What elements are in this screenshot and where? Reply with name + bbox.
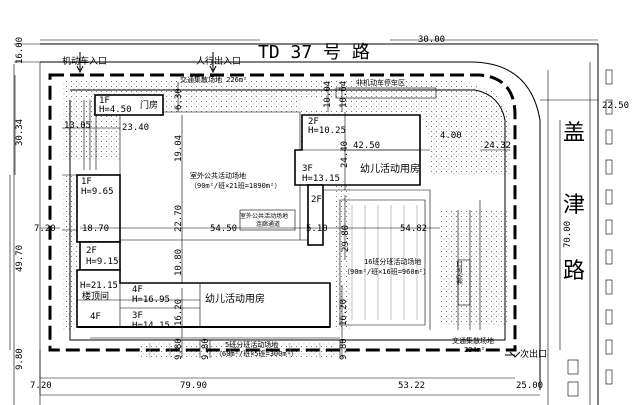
dim-19: 19.04 — [174, 135, 184, 162]
main-building — [76, 269, 331, 328]
dimension-lines — [9, 39, 598, 395]
bike-parking-label: 非机动车停车区 — [356, 78, 405, 87]
dim-left-9: 9.80 — [15, 348, 25, 370]
gatehouse — [94, 94, 164, 116]
dim-29: 29.80 — [341, 225, 351, 252]
dim-79: 79.90 — [180, 381, 207, 391]
roadside-markers — [567, 69, 613, 397]
dim-24a: 24.40 — [340, 141, 350, 168]
gate-floor: 1F — [99, 96, 110, 106]
road-name-east-3: 路 — [563, 259, 585, 284]
gate-height: H=4.50 — [99, 105, 132, 115]
dim-42: 42.50 — [353, 141, 380, 151]
dim-9c: 9.80 — [339, 338, 349, 360]
dim-top-left: 16.00 — [15, 37, 25, 64]
b4-height: H=16.95 — [132, 295, 170, 305]
b4-floor: 4F — [132, 285, 143, 295]
ne-floor: 2F — [308, 117, 319, 127]
dim-70: 70.00 — [563, 221, 573, 248]
road-edges — [13, 43, 599, 405]
class16-calc: （90m²/班×16班=960m²） — [343, 267, 430, 276]
dim-16b: 16.20 — [339, 299, 349, 326]
dim-5: 5.10 — [306, 224, 328, 234]
dim-22: 22.70 — [174, 205, 184, 232]
b1-height: H=9.65 — [81, 187, 114, 197]
dim-left-30: 30.34 — [15, 119, 25, 146]
site-boundary — [48, 73, 517, 352]
dim-25: 25.00 — [516, 381, 543, 391]
dim-24b: 24.32 — [484, 141, 511, 151]
site-paths — [62, 89, 506, 358]
gate-name: 门房 — [140, 99, 158, 111]
bike-shed — [335, 87, 437, 99]
dim-10c: 10.80 — [174, 249, 184, 276]
outdoor-public-label: 室外公共活动场地 — [190, 171, 246, 180]
dim-7b: 7.20 — [30, 381, 52, 391]
class16-field-lines — [351, 205, 418, 320]
building-1f — [76, 174, 121, 243]
b2-floor: 2F — [86, 246, 97, 256]
b2-height: H=9.15 — [86, 257, 119, 267]
traffic-south-area: 234m² — [464, 346, 485, 354]
b5-floor: 4F — [90, 312, 101, 322]
traffic-south-label: 交通集散场地 — [452, 336, 494, 345]
fire-exit-label: 消防出口 — [456, 261, 464, 285]
dim-left-49: 49.70 — [15, 245, 25, 272]
ne-height: H=10.25 — [308, 126, 346, 136]
dim-10a: 10.04 — [323, 81, 333, 108]
b6-height: H=14.15 — [132, 321, 170, 331]
fire-exit-gate — [457, 259, 471, 306]
road-name-east-2: 津 — [563, 193, 585, 218]
b3-name: 楼顶间 — [82, 290, 109, 302]
link-corridor — [307, 184, 324, 246]
dim-10b: 10.64 — [339, 81, 349, 108]
dim-53: 53.22 — [398, 381, 425, 391]
dim-23: 23.40 — [122, 123, 149, 133]
secondary-exit-label: 次出口 — [520, 348, 547, 360]
dim-13: 13.05 — [64, 121, 91, 131]
dim-22r: 22.50 — [602, 101, 629, 111]
outdoor-public-small-label: 室外公共活动场地 — [240, 212, 288, 220]
dim-54r: 54.82 — [400, 224, 427, 234]
dim-18: 18.70 — [82, 224, 109, 234]
dim-4: 4.00 — [440, 131, 462, 141]
class5-calc: （60m²/班×5班=300m²） — [215, 349, 298, 358]
road-name-east-1: 盖 — [563, 121, 585, 146]
corridor-block — [239, 209, 296, 231]
dim-top-right: 30.00 — [418, 35, 445, 45]
class16-label: 16班分班活动场地 — [364, 257, 421, 266]
dim-54: 54.50 — [210, 224, 237, 234]
traffic-north-label: 交通集散场地 226m² — [180, 75, 247, 84]
dim-16a: 16.20 — [174, 299, 184, 326]
link-floor: 2F — [311, 195, 322, 205]
corridor-label: 连廊通道 — [256, 220, 280, 228]
class5-field-lines — [149, 343, 321, 358]
b1-floor: 1F — [81, 177, 92, 187]
ne2-height: H=13.15 — [302, 174, 340, 184]
dim-left-7: 7.20 — [34, 224, 56, 234]
vehicle-entrance-label: 机动车入口 — [62, 55, 107, 67]
ne2-floor: 3F — [302, 164, 313, 174]
dim-6: 6.30 — [174, 88, 184, 110]
road-name-north: TD 37 号 路 — [258, 42, 370, 63]
dim-9a: 9.80 — [174, 338, 184, 360]
outdoor-public-calc: （90m²/班×21班=1890m²） — [190, 181, 281, 190]
class5-label: 5班分班活动场地 — [225, 340, 278, 349]
main-building-name: 幼儿活动用房 — [205, 292, 265, 305]
pedestrian-entrance-label: 人行出入口 — [196, 55, 241, 67]
b3-height: H=21.15 — [80, 281, 118, 291]
dim-9b: 9.80 — [201, 338, 211, 360]
b6-floor: 3F — [132, 311, 143, 321]
entrance-markers — [76, 52, 521, 358]
ne-building-name: 幼儿活动用房 — [360, 162, 420, 175]
